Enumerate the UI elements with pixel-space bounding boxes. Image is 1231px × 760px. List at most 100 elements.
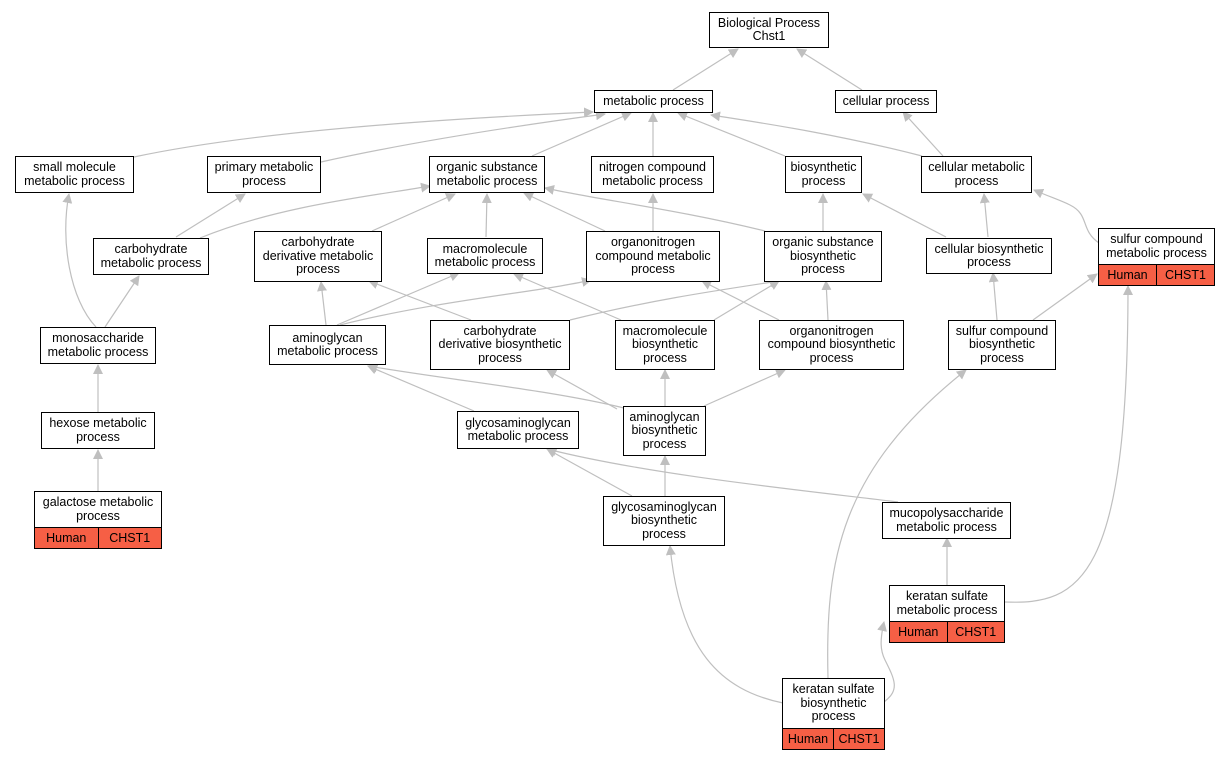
annotation-row: Human CHST1 (1099, 264, 1214, 285)
edge (677, 111, 786, 157)
species-tag: Human (890, 622, 947, 642)
node-label: sulfur compound biosynthetic process (955, 323, 1049, 365)
edge (175, 193, 246, 238)
edge (62, 193, 97, 328)
node-carbohydrate-derivative-metabolic-process[interactable]: carbohydrate derivative metabolic proces… (254, 231, 382, 282)
node-cellular-metabolic-process[interactable]: cellular metabolic process (921, 156, 1032, 193)
edge (546, 369, 618, 410)
species-tag: Human (1099, 265, 1156, 285)
annotation-row: Human CHST1 (35, 527, 161, 548)
edge (796, 48, 863, 91)
node-label: keratan sulfate biosynthetic process (792, 682, 875, 724)
node-label: galactose metabolic process (42, 495, 154, 523)
node-organonitrogen-compound-biosynthetic-process[interactable]: organonitrogen compound biosynthetic pro… (759, 320, 904, 370)
edge (703, 369, 786, 407)
node-aminoglycan-biosynthetic-process[interactable]: aminoglycan biosynthetic process (623, 406, 706, 456)
edge (481, 193, 492, 238)
node-label: metabolic process (603, 93, 704, 108)
node-macromolecule-biosynthetic-process[interactable]: macromolecule biosynthetic process (615, 320, 715, 370)
edge (665, 545, 784, 704)
node-biosynthetic-process[interactable]: biosynthetic process (785, 156, 862, 193)
node-galactose-metabolic-process[interactable]: galactose metabolic process Human CHST1 (34, 491, 162, 549)
edge (367, 364, 475, 412)
edge (336, 271, 460, 326)
edge (368, 279, 472, 321)
node-mucopolysaccharide-metabolic-process[interactable]: mucopolysaccharide metabolic process (882, 502, 1011, 539)
node-cellular-process[interactable]: cellular process (835, 90, 937, 113)
node-label: biosynthetic process (790, 160, 857, 188)
node-label: organonitrogen compound biosynthetic pro… (767, 323, 896, 365)
edge (979, 193, 990, 238)
annotation-row: Human CHST1 (890, 621, 1004, 642)
node-label: macromolecule biosynthetic process (622, 323, 708, 365)
node-label: cellular process (842, 93, 930, 108)
edge (546, 446, 899, 503)
node-label: keratan sulfate metabolic process (896, 589, 998, 617)
edge (701, 280, 780, 321)
species-tag: Human (783, 729, 833, 749)
node-sulfur-compound-biosynthetic-process[interactable]: sulfur compound biosynthetic process (948, 320, 1056, 370)
node-label: aminoglycan metabolic process (277, 330, 378, 358)
node-metabolic-process[interactable]: metabolic process (594, 90, 713, 113)
node-label: carbohydrate metabolic process (100, 242, 202, 270)
node-nitrogen-compound-metabolic-process[interactable]: nitrogen compound metabolic process (591, 156, 714, 193)
node-carbohydrate-metabolic-process[interactable]: carbohydrate metabolic process (93, 238, 209, 275)
edge (104, 275, 140, 328)
edge (133, 107, 594, 158)
edge (531, 111, 632, 157)
node-small-molecule-metabolic-process[interactable]: small molecule metabolic process (15, 156, 134, 193)
edge (320, 110, 606, 163)
node-macromolecule-metabolic-process[interactable]: macromolecule metabolic process (427, 238, 543, 274)
node-carbohydrate-derivative-biosynthetic-process[interactable]: carbohydrate derivative biosynthetic pro… (430, 320, 570, 370)
node-sulfur-compound-metabolic-process[interactable]: sulfur compound metabolic process Human … (1098, 228, 1215, 286)
edge (713, 280, 780, 321)
node-label: aminoglycan biosynthetic process (629, 409, 700, 451)
node-aminoglycan-metabolic-process[interactable]: aminoglycan metabolic process (269, 325, 386, 365)
node-organic-substance-biosynthetic-process[interactable]: organic substance biosynthetic process (764, 231, 882, 282)
edge (199, 182, 431, 239)
node-label: Biological Process Chst1 (717, 15, 821, 43)
node-label: macromolecule metabolic process (434, 241, 536, 269)
node-label: organic substance metabolic process (436, 160, 538, 188)
node-keratan-sulfate-metabolic-process[interactable]: keratan sulfate metabolic process Human … (889, 585, 1005, 643)
node-hexose-metabolic-process[interactable]: hexose metabolic process (41, 412, 155, 449)
node-label: nitrogen compound metabolic process (598, 160, 707, 188)
node-label: monosaccharide metabolic process (47, 331, 149, 359)
node-organic-substance-metabolic-process[interactable]: organic substance metabolic process (429, 156, 545, 193)
edge (367, 362, 625, 409)
node-biological-process[interactable]: Biological Process Chst1 (709, 12, 829, 48)
edge (862, 193, 947, 238)
gene-tag: CHST1 (833, 729, 884, 749)
edge (1004, 285, 1133, 603)
node-primary-metabolic-process[interactable]: primary metabolic process (207, 156, 321, 193)
edge (523, 192, 606, 232)
edge (877, 621, 895, 703)
node-label: glycosaminoglycan biosynthetic process (611, 499, 717, 541)
edge (1032, 273, 1098, 321)
node-label: glycosaminoglycan metabolic process (465, 415, 571, 443)
edge (672, 48, 739, 91)
edge (546, 448, 633, 497)
node-label: organic substance biosynthetic process (772, 235, 874, 277)
node-organonitrogen-compound-metabolic-process[interactable]: organonitrogen compound metabolic proces… (586, 231, 720, 282)
annotation-row: Human CHST1 (783, 728, 884, 749)
edge (371, 193, 456, 232)
node-label: hexose metabolic process (49, 416, 147, 444)
node-label: carbohydrate derivative metabolic proces… (262, 235, 374, 277)
edge (821, 280, 832, 321)
node-glycosaminoglycan-metabolic-process[interactable]: glycosaminoglycan metabolic process (457, 411, 579, 449)
edge (569, 277, 780, 321)
node-keratan-sulfate-biosynthetic-process[interactable]: keratan sulfate biosynthetic process Hum… (782, 678, 885, 750)
gene-tag: CHST1 (946, 622, 1004, 642)
node-monosaccharide-metabolic-process[interactable]: monosaccharide metabolic process (40, 327, 156, 364)
node-glycosaminoglycan-biosynthetic-process[interactable]: glycosaminoglycan biosynthetic process (603, 496, 725, 546)
node-cellular-biosynthetic-process[interactable]: cellular biosynthetic process (926, 238, 1052, 274)
node-label: cellular metabolic process (928, 160, 1025, 188)
node-label: sulfur compound metabolic process (1106, 232, 1207, 260)
node-label: carbohydrate derivative biosynthetic pro… (438, 323, 562, 365)
edge (339, 277, 592, 326)
node-label: cellular biosynthetic process (934, 241, 1044, 269)
species-tag: Human (35, 528, 98, 548)
